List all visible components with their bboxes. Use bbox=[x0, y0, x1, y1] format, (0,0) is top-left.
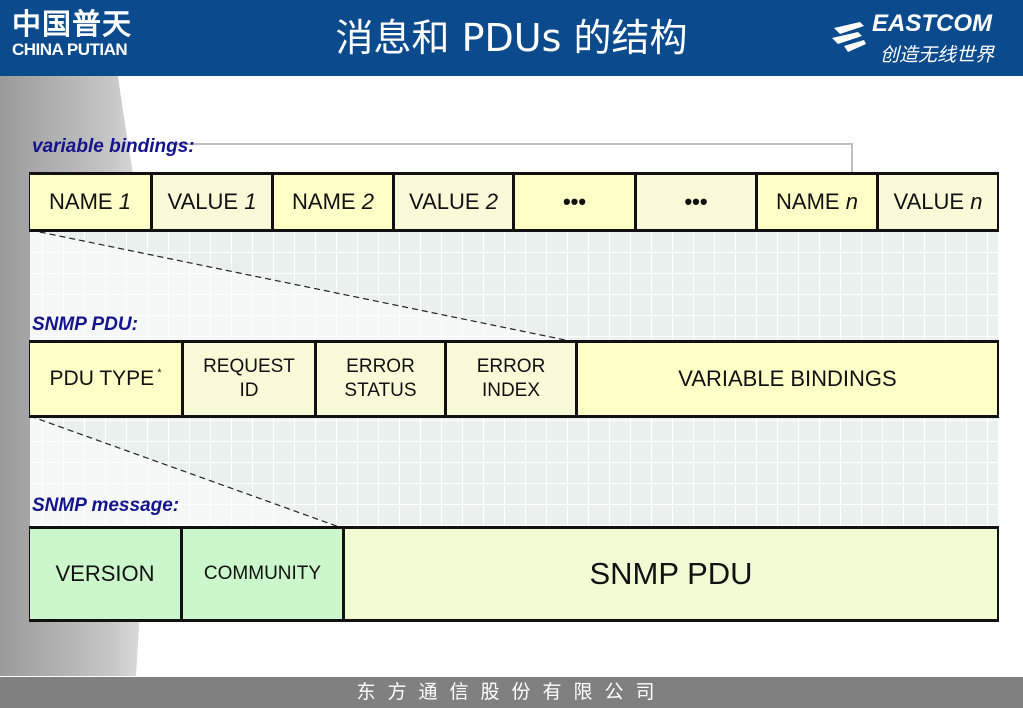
logo-right-cn: 创造无线世界 bbox=[880, 44, 995, 66]
eastcom-mark-icon bbox=[832, 22, 866, 52]
vb-cell-value-1: VALUE 1 bbox=[153, 175, 274, 229]
variable-bindings-cell: VARIABLE BINDINGS bbox=[578, 343, 997, 415]
request-id-cell: REQUEST ID bbox=[184, 343, 317, 415]
vb-cell-ellipsis-2: ••• bbox=[637, 175, 758, 229]
logo-left-cn: 中国普天 bbox=[12, 7, 133, 41]
vb-cell-index: n bbox=[970, 189, 983, 214]
error-index-cell: ERROR INDEX bbox=[447, 343, 578, 415]
vb-cell-label: NAME bbox=[776, 189, 840, 214]
dashed-connector-1 bbox=[29, 229, 576, 343]
variable-bindings-label: variable bindings: bbox=[32, 136, 195, 157]
vb-cell-index: 1 bbox=[118, 189, 131, 214]
snmp-pdu-cell: SNMP PDU bbox=[345, 529, 997, 619]
vb-cell-index: 2 bbox=[485, 189, 498, 214]
vb-cell-name-1: NAME 1 bbox=[30, 175, 153, 229]
vb-cell-name-2: NAME 2 bbox=[274, 175, 395, 229]
vb-cell-index: 2 bbox=[361, 189, 374, 214]
logo-left-en: CHINA PUTIAN bbox=[12, 40, 128, 59]
vb-cell-value-2: VALUE 2 bbox=[395, 175, 515, 229]
pdu-type-cell: PDU TYPE* bbox=[30, 343, 184, 415]
footer-bar: 东方通信股份有限公司 bbox=[0, 677, 1023, 708]
snmp-message-row: VERSION COMMUNITY SNMP PDU bbox=[29, 526, 999, 622]
dashed-connector-2 bbox=[29, 415, 343, 529]
header-bar: 中国普天 CHINA PUTIAN 消息和 PDUs 的结构 EASTCOM 创… bbox=[0, 0, 1023, 76]
vb-cell-index: 1 bbox=[244, 189, 257, 214]
vb-cell-name-n: NAME n bbox=[758, 175, 879, 229]
vb-cell-label: VALUE bbox=[893, 189, 965, 214]
error-status-cell: ERROR STATUS bbox=[317, 343, 447, 415]
snmp-message-label: SNMP message: bbox=[32, 495, 180, 516]
vb-cell-label: VALUE bbox=[167, 189, 239, 214]
variable-bindings-row: NAME 1 VALUE 1 NAME 2 VALUE 2 ••• ••• NA… bbox=[29, 172, 999, 232]
community-cell: COMMUNITY bbox=[183, 529, 345, 619]
snmp-pdu-label: SNMP PDU: bbox=[32, 314, 138, 335]
logo-right-en: EASTCOM bbox=[872, 10, 992, 37]
pdu-type-marker: * bbox=[157, 367, 162, 379]
vb-cell-label: VALUE bbox=[409, 189, 480, 214]
vb-cell-index: n bbox=[845, 189, 858, 214]
pdu-type-text: PDU TYPE bbox=[49, 367, 155, 390]
vb-cell-value-n: VALUE n bbox=[879, 175, 997, 229]
china-putian-logo: 中国普天 CHINA PUTIAN bbox=[12, 8, 132, 60]
vb-cell-label: NAME bbox=[292, 189, 356, 214]
snmp-pdu-row: PDU TYPE* REQUEST ID ERROR STATUS ERROR … bbox=[29, 340, 999, 418]
footer-company-name: 东方通信股份有限公司 bbox=[356, 681, 667, 703]
vb-cell-ellipsis-1: ••• bbox=[515, 175, 637, 229]
vb-cell-label: ••• bbox=[562, 189, 587, 214]
version-cell: VERSION bbox=[30, 529, 183, 619]
eastcom-logo: EASTCOM 创造无线世界 bbox=[830, 10, 1005, 68]
vb-cell-label: ••• bbox=[684, 189, 708, 214]
page-title: 消息和 PDUs 的结构 bbox=[335, 16, 688, 60]
vb-cell-label: NAME bbox=[49, 189, 113, 214]
